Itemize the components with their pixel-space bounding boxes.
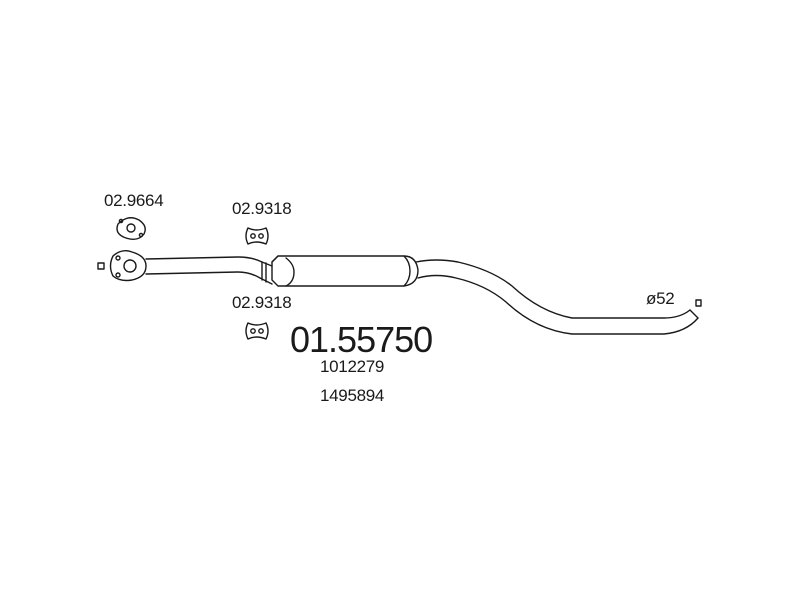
rear-pipe <box>415 259 699 335</box>
oem-number-2: 1495894 <box>320 386 385 405</box>
outlet-end-marker <box>695 299 702 307</box>
mount-part-number-bottom: 02.9318 <box>232 293 292 312</box>
mount-part-number-top: 02.9318 <box>232 199 292 218</box>
oem-number-1: 1012279 <box>320 357 385 376</box>
gasket-icon <box>116 217 146 241</box>
middle-silencer <box>271 255 419 287</box>
front-pipe <box>145 256 273 285</box>
inlet-flange <box>109 249 147 282</box>
gasket-part-number: 02.9664 <box>104 191 164 210</box>
outlet-diameter-label: ø52 <box>646 289 675 308</box>
rubber-mount-icon <box>245 227 269 245</box>
main-part-number: 01.55750 <box>290 319 433 360</box>
inlet-end-marker <box>97 262 105 270</box>
rubber-mount-icon <box>245 322 269 340</box>
